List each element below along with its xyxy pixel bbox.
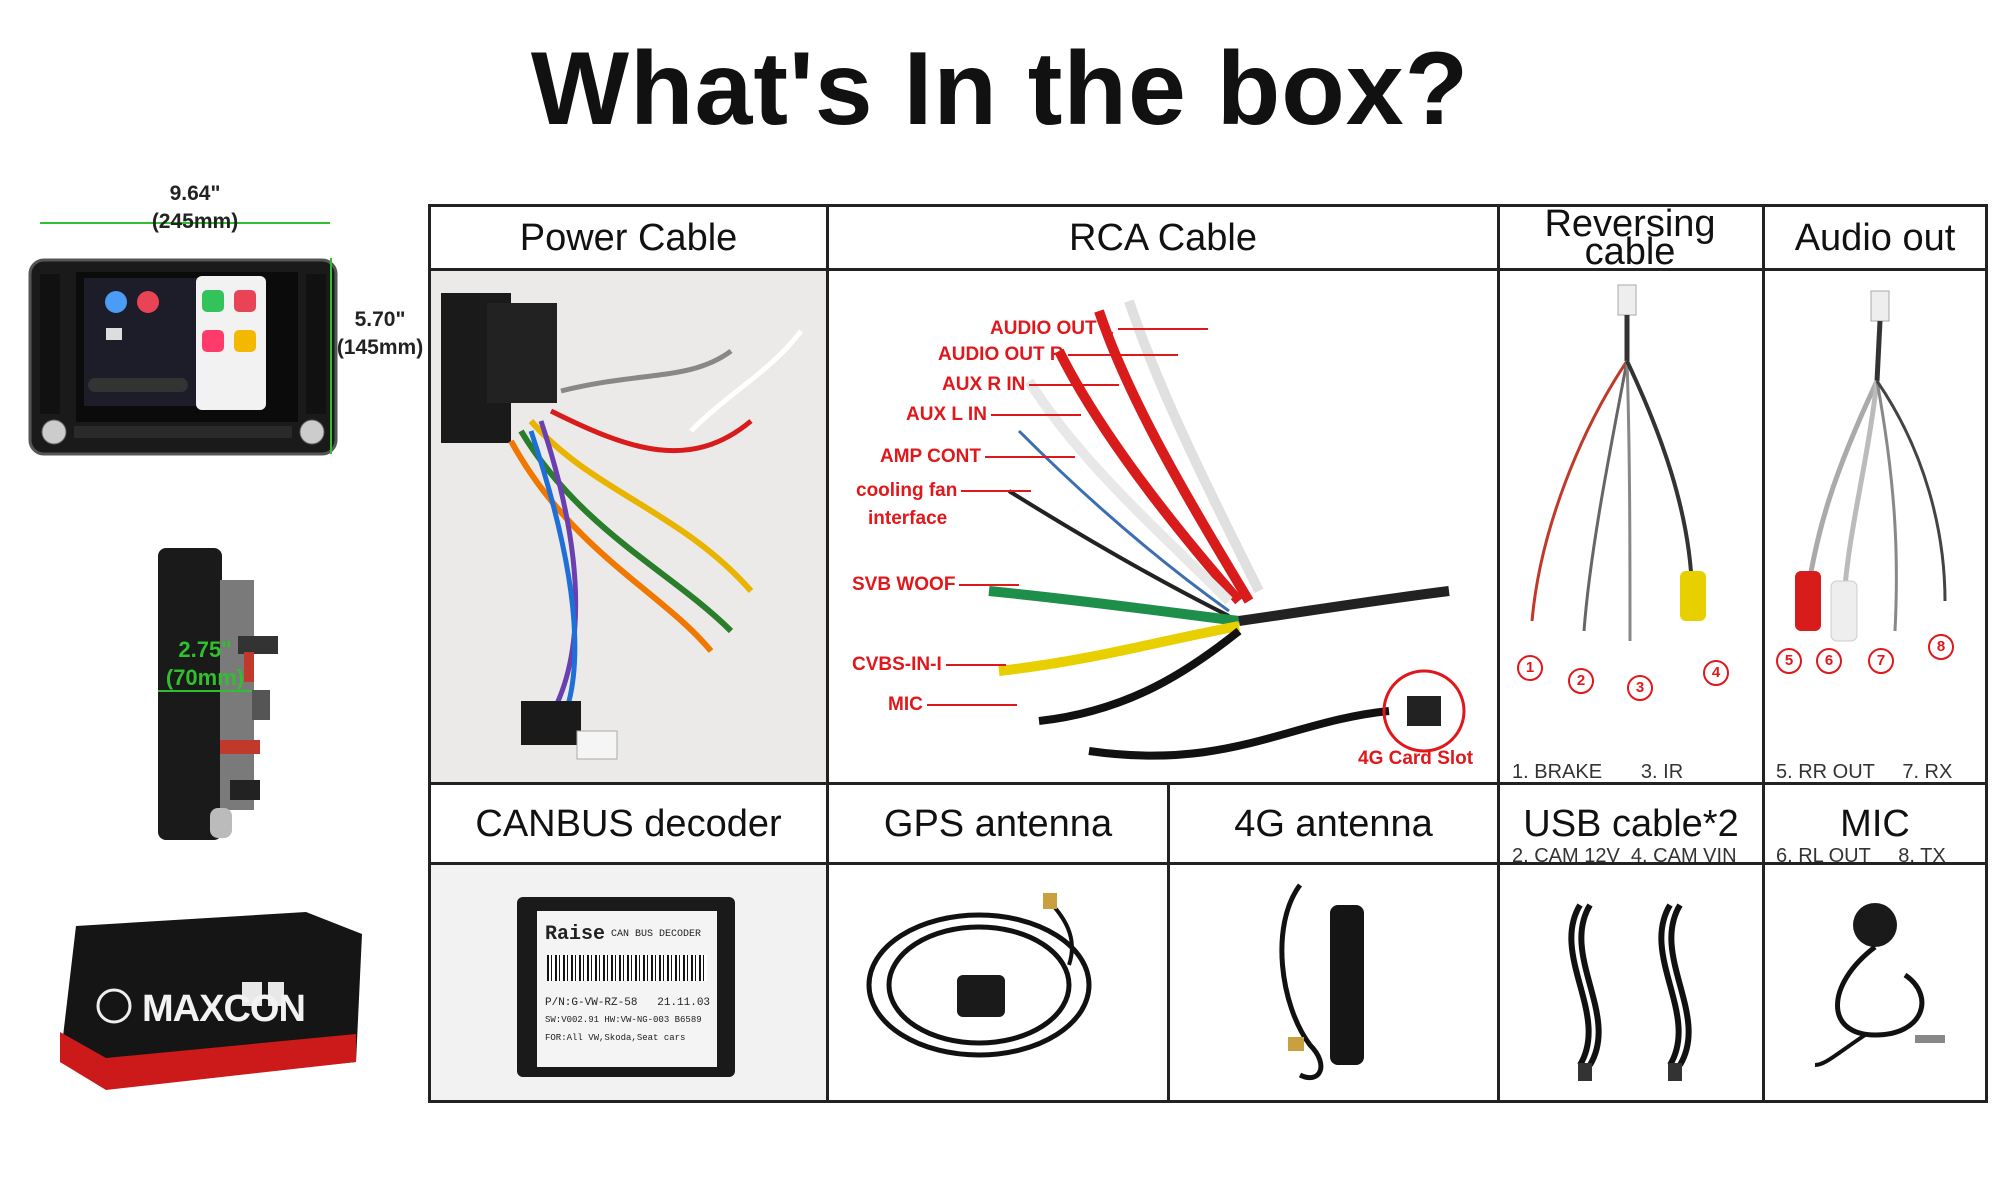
header-audio-out: Audio out	[1794, 216, 1956, 259]
grid-bottom-border	[428, 1100, 1988, 1103]
decoder-name: CAN BUS DECODER	[611, 929, 702, 940]
canbus-decoder-image: Raise CAN BUS DECODER P/N:G-VW-RZ-58 21.…	[431, 865, 826, 1100]
page-title: What's In the box?	[530, 31, 1470, 147]
audio-number-8: 8	[1928, 634, 1954, 660]
audio-legend: 5. RR OUT 7. RX 6. RL OUT 8. TX	[1776, 702, 1952, 898]
header-4g-antenna: 4G antenna	[1234, 802, 1433, 845]
grid-header-divider-bottom	[428, 862, 1988, 865]
rca-label-amp-cont: AMP CONT	[880, 446, 1075, 468]
reversing-number-1: 1	[1517, 655, 1543, 681]
rca-label-aux-l-in-text: AUX L IN	[906, 404, 987, 425]
reversing-number-2: 2	[1568, 668, 1594, 694]
audio-number-6: 6	[1816, 648, 1842, 674]
power-cable-image	[431, 271, 826, 782]
height-inches: 5.70"	[354, 308, 406, 331]
height-dimension-line	[330, 258, 332, 454]
grid-col-divider-bottom-2	[1167, 782, 1170, 1103]
reversing-cable-image	[1500, 271, 1762, 782]
rca-label-cooling-fan: cooling fan	[856, 480, 1032, 502]
header-mic: MIC	[1840, 802, 1910, 845]
depth-inches: 2.75"	[178, 637, 232, 662]
header-reversing-cable: Reversing cable	[1544, 202, 1716, 273]
rca-label-audio-out-r: AUDIO OUT R	[938, 344, 1178, 366]
decoder-label: Raise CAN BUS DECODER P/N:G-VW-RZ-58 21.…	[537, 911, 717, 1067]
usb-cable-image	[1500, 865, 1762, 1100]
reversing-legend: 1. BRAKE 3. IR 2. CAM 12V 4. CAM VIN	[1512, 702, 1737, 898]
width-inches: 9.64"	[169, 182, 221, 205]
decoder-box: Raise CAN BUS DECODER P/N:G-VW-RZ-58 21.…	[517, 897, 735, 1077]
width-mm: (245mm)	[151, 210, 239, 233]
reversing-number-3: 3	[1627, 675, 1653, 701]
rca-label-mic-text: MIC	[888, 694, 923, 715]
head-unit-side-image	[120, 540, 290, 848]
header-rca-cable: RCA Cable	[1069, 216, 1257, 259]
grid-header-divider-top	[428, 268, 1988, 271]
rca-label-aux-l-in: AUX L IN	[906, 404, 1081, 426]
width-dimension-line	[40, 222, 330, 224]
grid-right-border	[1985, 204, 1988, 1103]
4g-antenna-image	[1170, 865, 1497, 1100]
depth-mm: (70mm)	[165, 665, 245, 690]
rca-cable-image	[829, 271, 1497, 782]
rca-label-amp-cont-text: AMP CONT	[880, 446, 981, 467]
audio-legend-line-1: 5. RR OUT 7. RX	[1776, 761, 1953, 783]
rca-label-audio-out-r-text: AUDIO OUT R	[938, 344, 1064, 365]
grid-col-divider-top-3	[1497, 204, 1500, 785]
header-power-cable: Power Cable	[519, 216, 738, 259]
grid-col-divider-1	[826, 204, 829, 1103]
reversing-legend-line-2: 2. CAM 12V 4. CAM VIN	[1512, 845, 1737, 867]
rca-label-interface: interface	[868, 508, 948, 529]
height-mm: (145mm)	[336, 336, 424, 359]
grid-col-divider-4	[1762, 204, 1765, 1103]
depth-dimension-label: 2.75" (70mm)	[150, 636, 260, 692]
audio-number-5: 5	[1776, 648, 1802, 674]
decoder-for: FOR:All VW,Skoda,Seat cars	[545, 1033, 686, 1043]
reversing-number-4: 4	[1703, 660, 1729, 686]
decoder-pn: P/N:G-VW-RZ-58 21.11.03	[545, 997, 711, 1009]
audio-out-image	[1765, 271, 1985, 782]
reversing-legend-line-1: 1. BRAKE 3. IR	[1512, 761, 1684, 783]
product-box-image: MAXCON	[56, 912, 362, 1102]
audio-legend-line-2: 6. RL OUT 8. TX	[1776, 845, 1946, 867]
header-gps-antenna: GPS antenna	[883, 802, 1113, 845]
rca-label-cooling-fan-text: cooling fan	[856, 480, 958, 501]
rca-label-audio-out-l: AUDIO OUT L	[990, 318, 1208, 340]
grid-left-border	[428, 204, 431, 1103]
depth-dimension-line	[158, 690, 252, 692]
grid-top-border	[428, 204, 1988, 207]
rca-label-svb-woof-text: SVB WOOF	[852, 574, 956, 595]
rca-label-cvbs-in-text: CVBS-IN-I	[852, 654, 942, 675]
rca-label-audio-out-l-text: AUDIO OUT L	[990, 318, 1114, 339]
mic-image	[1765, 865, 1985, 1100]
rca-label-aux-r-in: AUX R IN	[942, 374, 1120, 396]
decoder-brand: Raise	[545, 923, 606, 946]
grid-col-divider-bottom-3	[1497, 782, 1500, 1103]
decoder-barcode	[547, 955, 707, 981]
rca-label-card-slot: 4G Card Slot	[1358, 748, 1474, 769]
rca-label-svb-woof: SVB WOOF	[852, 574, 1020, 596]
audio-number-7: 7	[1868, 648, 1894, 674]
head-unit-front-image	[28, 258, 338, 456]
header-canbus-decoder: CANBUS decoder	[475, 802, 782, 845]
rca-label-cvbs-in: CVBS-IN-I	[852, 654, 1006, 676]
header-usb-cable: USB cable*2	[1523, 802, 1739, 845]
width-dimension-label: 9.64" (245mm)	[110, 180, 280, 236]
decoder-sw: SW:V002.91 HW:VW-NG-003 B6589	[545, 1015, 702, 1025]
rca-label-mic: MIC	[888, 694, 1017, 716]
gps-antenna-image	[829, 865, 1167, 1100]
box-brand-text: MAXCON	[142, 988, 306, 1030]
rca-label-aux-r-in-text: AUX R IN	[942, 374, 1026, 395]
height-dimension-label: 5.70" (145mm)	[330, 306, 430, 362]
grid-middle-divider	[428, 782, 1988, 785]
